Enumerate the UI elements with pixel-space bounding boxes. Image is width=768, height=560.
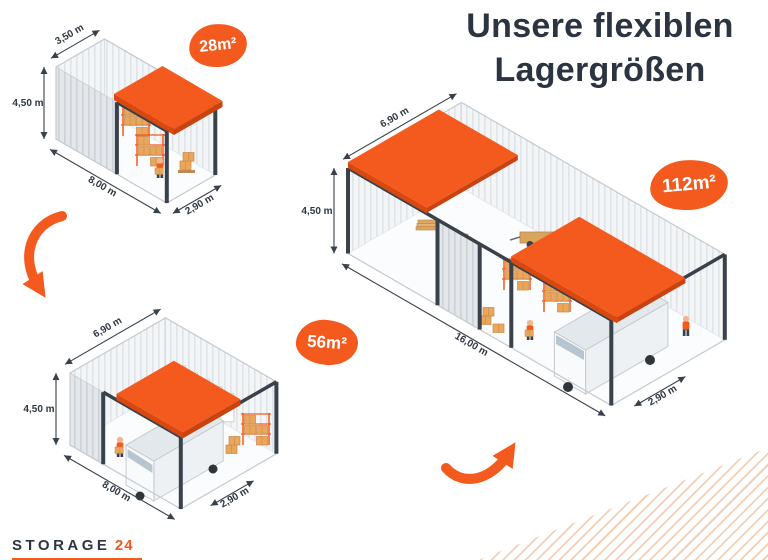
size-badge-112-label: 112m² [661,171,717,198]
brand-name: STORAGE [12,537,111,554]
pallet-boxes [178,152,195,173]
size-badge-28-label: 28m² [198,34,238,56]
dim-height-label: 4,50 m [23,404,54,415]
storage-unit-28-illustration: 3,50 m 4,50 m 8,00 m 2,90 m [10,12,260,222]
dim-depth-label: 3,50 m [54,22,87,47]
dim-length-label: 16,00 m [453,331,490,359]
canopy [114,66,223,135]
canopy [116,360,241,439]
dim-height-label: 4,50 m [301,206,332,217]
dim-height-label: 4,50 m [12,98,43,109]
title-line-1: Unsere flexiblen [466,7,734,45]
brand-number: 24 [114,537,134,554]
unit-56-drawing: 6,90 m 4,50 m 8,00 m 2,90 m [23,308,279,520]
title-line-2: Lagergrößen [494,51,706,90]
unit-112-drawing: 6,90 m 4,50 m 16,00 m 2,90 m [301,93,727,417]
curved-arrow-up-icon [436,422,522,495]
dim-door-label: 2,90 m [184,192,217,217]
unit-28-drawing: 3,50 m 4,50 m 8,00 m 2,90 m [12,22,223,217]
dim-door-label: 2,90 m [219,485,252,510]
page-title: Unsere flexiblen Lagergrößen [436,4,764,92]
dim-depth-label: 6,90 m [92,315,125,340]
storage-unit-112-illustration: 6,90 m 4,50 m 16,00 m 2,90 m [298,78,763,428]
storage-unit-56-illustration: 6,90 m 4,50 m 8,00 m 2,90 m [20,295,330,535]
dim-depth-label: 6,90 m [379,105,412,130]
dim-length-label: 8,00 m [86,174,119,199]
brand-logo: STORAGE 24 [12,537,142,560]
dim-door-label: 2,90 m [647,383,680,408]
curved-arrow-down-icon [14,208,78,307]
dimensions-112: 6,90 m 4,50 m 16,00 m 2,90 m [301,93,686,417]
